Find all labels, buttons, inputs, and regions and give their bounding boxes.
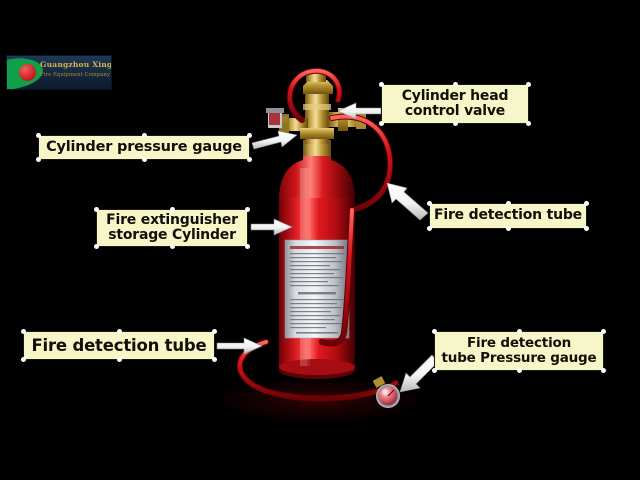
callout-cylinder-pressure-gauge[interactable]: Cylinder pressure gauge bbox=[36, 133, 252, 162]
logo-company-name: Guangzhou Xingjin bbox=[40, 60, 112, 69]
callout-fire-detection-tube-pressure-gauge[interactable]: Fire detection tube Pressure gauge bbox=[432, 329, 606, 373]
callout-cylinder-head-control-valve[interactable]: Cylinder head control valve bbox=[379, 82, 531, 126]
arrow-to-cylinder bbox=[250, 218, 293, 236]
callout-fire-detection-tube-upper[interactable]: Fire detection tube bbox=[427, 201, 589, 231]
detection-tube-pressure-gauge-part bbox=[372, 376, 400, 408]
company-logo: Guangzhou Xingjin Fire Equipment Company bbox=[6, 55, 112, 90]
arrow-to-cyl-gauge bbox=[251, 130, 298, 150]
arrow-to-valve bbox=[337, 102, 382, 120]
arrow-to-tube-upper bbox=[386, 182, 429, 221]
cylinder-spec-label bbox=[284, 239, 350, 339]
cylinder-shoulder bbox=[279, 148, 355, 200]
callout-fire-extinguisher-storage-cylinder[interactable]: Fire extinguisher storage Cylinder bbox=[94, 207, 250, 249]
callout-fire-detection-tube-lower[interactable]: Fire detection tube bbox=[21, 329, 217, 362]
arrow-to-tube-lower bbox=[216, 337, 263, 355]
cylinder-pressure-gauge-part bbox=[266, 108, 288, 128]
logo-company-tagline: Fire Equipment Company bbox=[40, 72, 110, 78]
logo-circle-icon bbox=[19, 64, 36, 81]
